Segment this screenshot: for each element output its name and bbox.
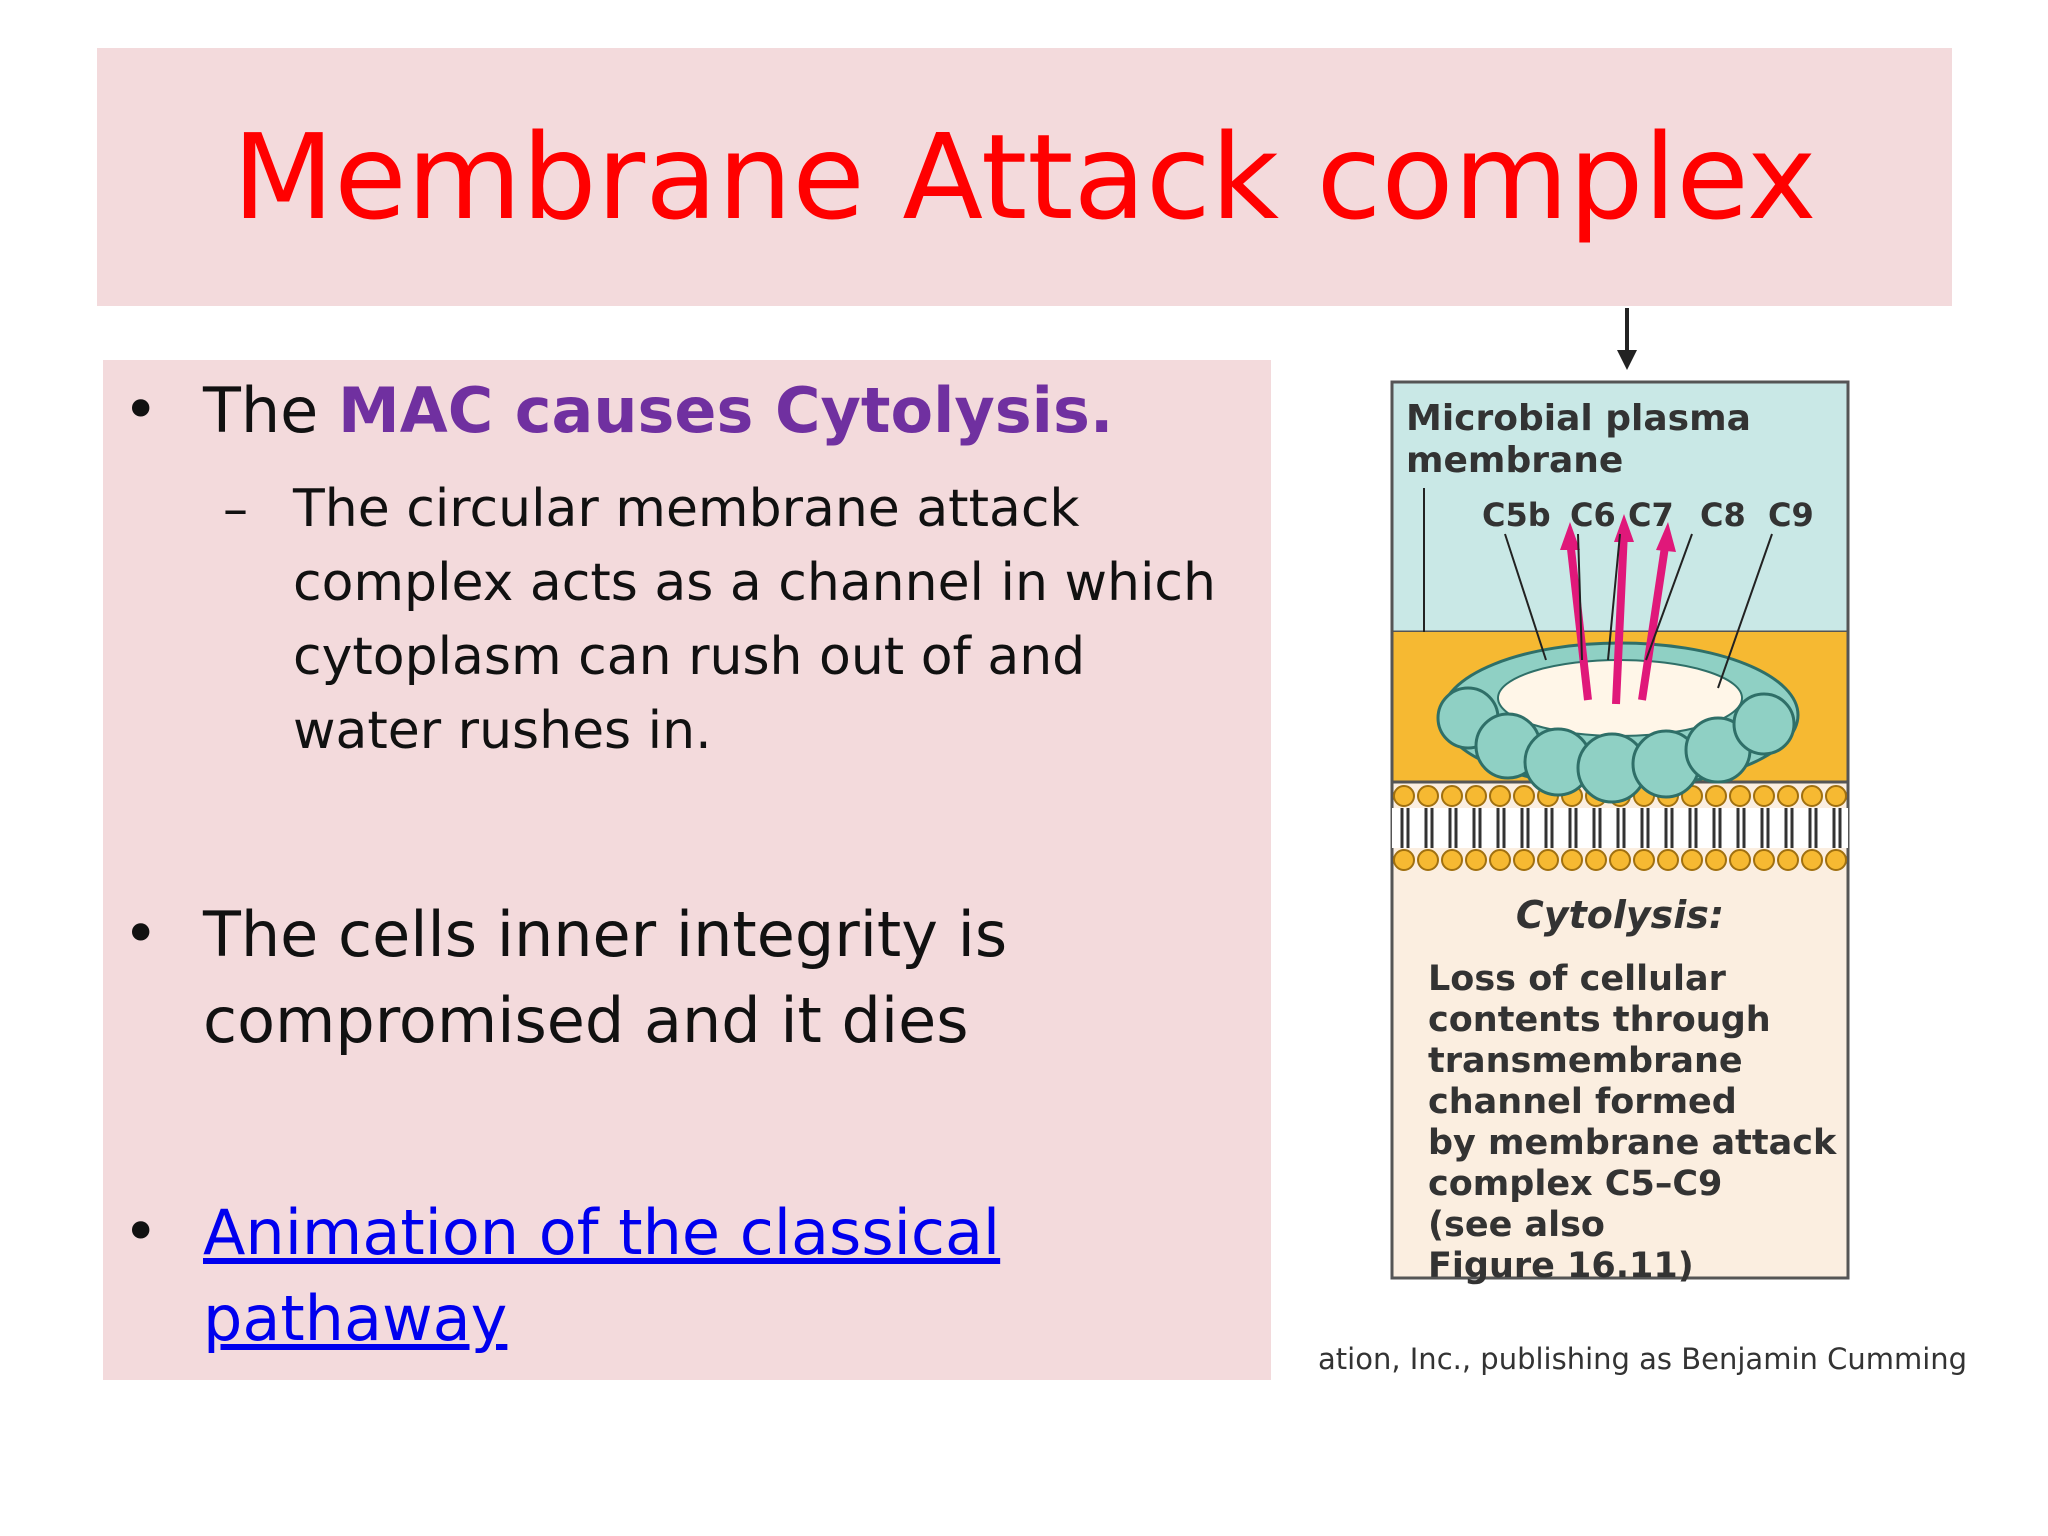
dash-symbol: –: [223, 480, 248, 538]
title-bar: Membrane Attack complex: [97, 48, 1952, 306]
component-label-c7: C7: [1628, 496, 1674, 534]
bullet-mac-cytolysis: • The MAC causes Cytolysis.: [123, 368, 1263, 454]
bullet-emphasis-text: MAC causes Cytolysis.: [338, 374, 1114, 447]
link-container: Animation of the classical pathaway: [203, 1190, 1263, 1362]
bullet-animation-link: • Animation of the classical pathaway: [123, 1190, 1263, 1362]
cytolysis-line-4: channel formed: [1428, 1082, 1737, 1122]
membrane-label-line-2: membrane: [1406, 440, 1623, 481]
cytolysis-line-5: by membrane attack: [1428, 1123, 1837, 1163]
cytolysis-line-3: transmembrane: [1428, 1041, 1743, 1081]
component-label-c5b: C5b: [1482, 496, 1551, 534]
leader-lines: [1423, 488, 1773, 689]
cytolysis-heading: Cytolysis:: [1516, 893, 1724, 937]
bullet-symbol: •: [123, 899, 159, 969]
bullet-text: The cells inner integrity is compromised…: [203, 898, 1008, 1057]
cytolysis-line-2: contents through: [1428, 1000, 1771, 1040]
component-label-c9: C9: [1768, 496, 1814, 534]
sub-bullet-text: The circular membrane attack complex act…: [293, 479, 1216, 761]
bullet-text: The MAC causes Cytolysis.: [203, 368, 1263, 454]
sub-bullet-channel: – The circular membrane attack complex a…: [223, 472, 1243, 768]
cytolysis-line-1: Loss of cellular: [1428, 959, 1727, 999]
down-arrow-icon: [1617, 308, 1637, 370]
cytolysis-line-8: Figure 16.11): [1428, 1246, 1694, 1286]
slide-title: Membrane Attack complex: [232, 108, 1817, 246]
cytolysis-line-6: complex C5–C9: [1428, 1164, 1722, 1204]
component-label-c6: C6: [1570, 496, 1616, 534]
mac-pore-ring: [1436, 641, 1800, 804]
figure-credit: ation, Inc., publishing as Benjamin Cumm…: [1318, 1342, 1968, 1376]
animation-link[interactable]: Animation of the classical pathaway: [203, 1196, 1001, 1355]
content-box: • The MAC causes Cytolysis. – The circul…: [103, 360, 1271, 1380]
bullet-symbol: •: [123, 1197, 159, 1267]
bullet-integrity: • The cells inner integrity is compromis…: [123, 892, 1263, 1064]
bullet-plain-text: The: [203, 374, 339, 447]
membrane-label-line-1: Microbial plasma: [1406, 398, 1751, 439]
component-label-c8: C8: [1700, 496, 1746, 534]
mac-figure: Microbial plasma membrane C5b C6 C7 C8 C…: [1390, 308, 1850, 1286]
cytolysis-line-7: (see also: [1428, 1205, 1605, 1245]
bullet-symbol: •: [123, 375, 159, 445]
